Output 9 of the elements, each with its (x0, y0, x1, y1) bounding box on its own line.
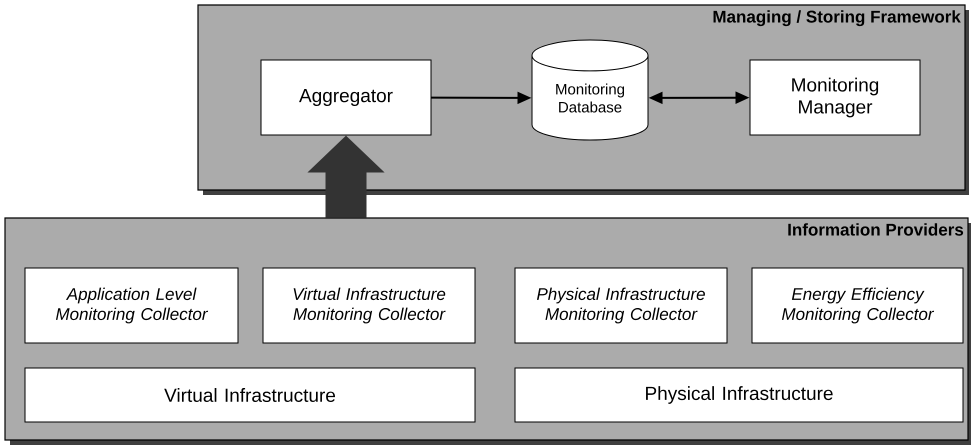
database-cylinder: Monitoring Database (532, 40, 648, 141)
process-box: Virtual Infrastructure (24, 368, 476, 422)
process-box: Application Level Monitoring Collector (24, 268, 238, 344)
process-box: Aggregator (260, 60, 432, 136)
process-box: Physical Infrastructure (514, 368, 964, 422)
process-box: Virtual Infrastructure Monitoring Collector (262, 268, 476, 344)
process-box: Monitoring Manager (750, 60, 920, 136)
process-box: Physical Infrastructure Monitoring Collector (514, 268, 728, 344)
process-box: Energy Efficiency Monitoring Collector (752, 268, 964, 344)
